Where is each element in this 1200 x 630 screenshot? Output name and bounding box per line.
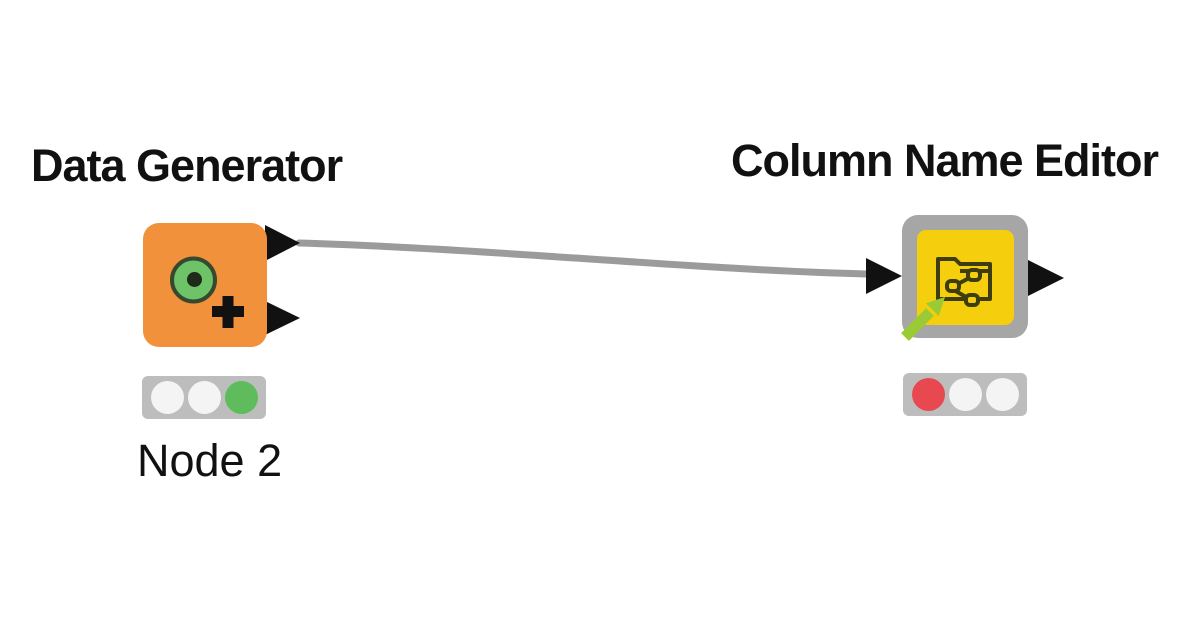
node-label-data-generator[interactable]: Node 2 [137, 435, 283, 486]
node-data-generator[interactable] [143, 223, 301, 349]
node-title-column-name-editor[interactable]: Column Name Editor [731, 135, 1159, 186]
data-generator-status-traffic-light [142, 376, 266, 419]
plus-icon [212, 296, 244, 328]
status-light [150, 381, 184, 414]
status-light [224, 381, 258, 414]
folder-share-icon [936, 257, 992, 307]
node-title-data-generator[interactable]: Data Generator [31, 140, 343, 191]
status-light [985, 378, 1019, 411]
data-generator-output-port-1[interactable] [265, 225, 300, 261]
progress-arrow-icon [901, 297, 945, 341]
column-name-editor-output-port-1[interactable] [1028, 260, 1064, 296]
status-light [911, 378, 945, 411]
status-light [187, 381, 221, 414]
data-generator-output-port-2[interactable] [265, 301, 300, 335]
data-generator-icon [170, 256, 244, 328]
status-light [948, 378, 982, 411]
column-name-editor-body[interactable] [917, 230, 1014, 325]
column-name-editor-status-traffic-light [903, 373, 1027, 416]
column-name-editor-input-port-1[interactable] [866, 258, 902, 294]
connection-wire[interactable] [295, 239, 870, 278]
node-column-name-editor[interactable] [866, 215, 1064, 341]
